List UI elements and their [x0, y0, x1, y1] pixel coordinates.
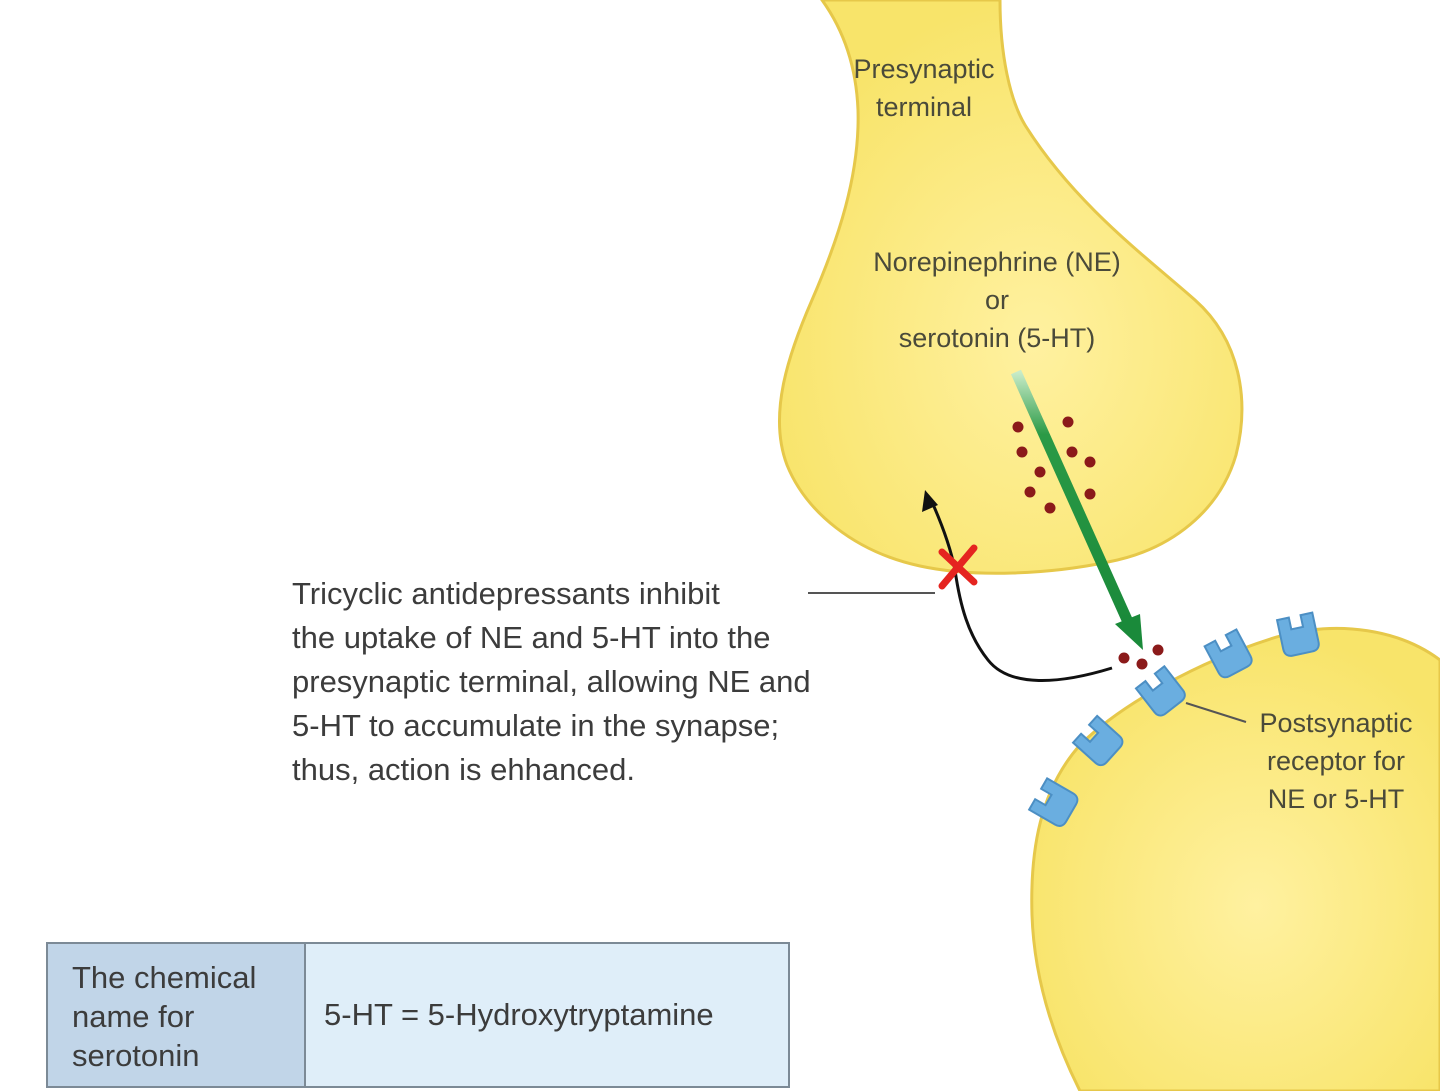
info-term-line-1: The chemical — [72, 960, 257, 995]
reuptake-arrow — [922, 490, 1113, 682]
neurotransmitter-label-line-1: Norepinephrine (NE) — [873, 247, 1121, 277]
info-box-definition: 5-HT = 5-Hydroxytryptamine — [306, 944, 788, 1086]
receptor-label-line-3: NE or 5-HT — [1267, 784, 1405, 814]
caption-line-5: thus, action is ehhanced. — [292, 752, 635, 787]
release-arrow — [1010, 369, 1143, 650]
receptor-icon — [1027, 611, 1320, 827]
neurotransmitter-label: Norepinephrine (NE) or serotonin (5-HT) — [842, 243, 1152, 357]
synaptic-cleft-dots — [1118, 644, 1164, 670]
x-mark-icon — [938, 544, 978, 590]
neurotransmitter-label-line-3: serotonin (5-HT) — [898, 323, 1096, 353]
info-term-line-3: serotonin — [72, 1038, 200, 1073]
receptor-label-line-1: Postsynaptic — [1259, 708, 1413, 738]
presynaptic-label-line-2: terminal — [875, 92, 973, 122]
neurotransmitter-dots — [1012, 416, 1096, 514]
caption-line-1: Tricyclic antidepressants inhibit — [292, 576, 720, 611]
presynaptic-terminal-label: Presynaptic terminal — [824, 50, 1024, 126]
serotonin-info-box: The chemical name for serotonin 5-HT = 5… — [46, 942, 790, 1088]
neurotransmitter-label-line-2: or — [984, 285, 1009, 315]
caption-line-4: 5-HT to accumulate in the synapse; — [292, 708, 780, 743]
postsynaptic-receptor-label: Postsynaptic receptor for NE or 5-HT — [1238, 704, 1434, 818]
presynaptic-terminal — [777, 0, 1244, 575]
tricyclic-caption: Tricyclic antidepressants inhibit the up… — [292, 572, 912, 792]
postsynaptic-neuron — [1030, 627, 1440, 1091]
info-term-line-2: name for — [72, 999, 195, 1034]
receptor-label-line-2: receptor for — [1266, 746, 1406, 776]
info-box-term: The chemical name for serotonin — [48, 944, 306, 1086]
caption-line-2: the uptake of NE and 5-HT into the — [292, 620, 771, 655]
caption-line-3: presynaptic terminal, allowing NE and — [292, 664, 811, 699]
presynaptic-label-line-1: Presynaptic — [853, 54, 995, 84]
receptor-pointer-line — [1185, 702, 1247, 723]
